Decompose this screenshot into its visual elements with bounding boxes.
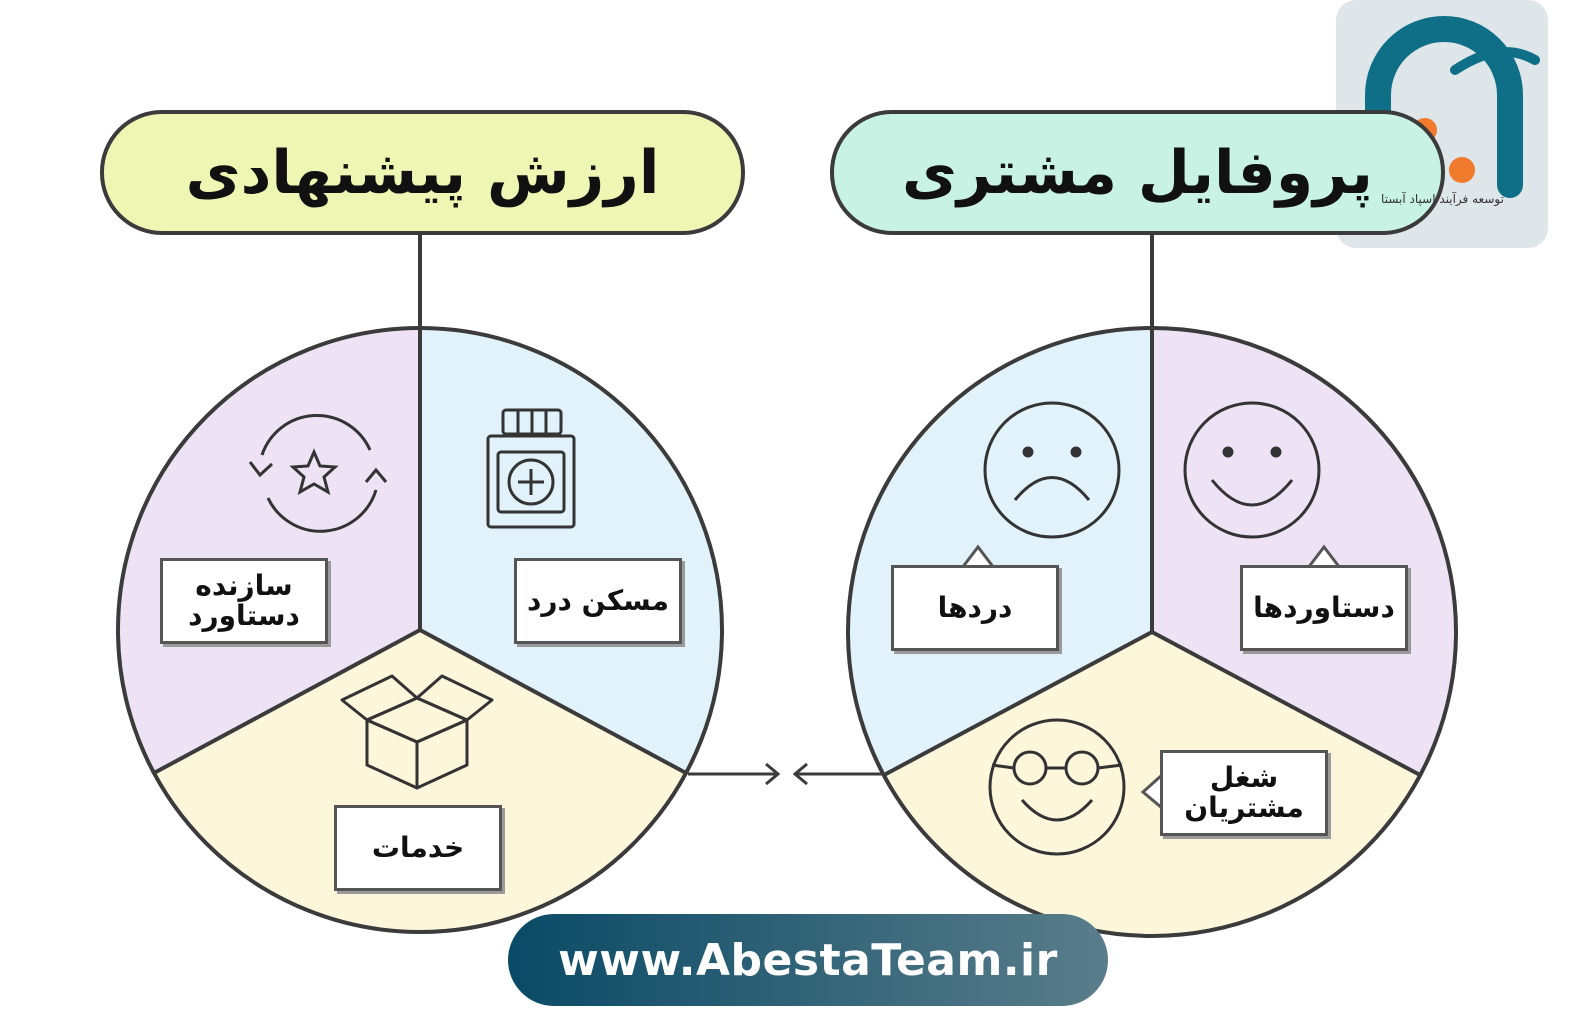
customer-jobs-label: شغل مشتریان (1160, 750, 1328, 836)
sad-face-icon (983, 401, 1121, 539)
gains-sector (1152, 328, 1456, 775)
gains-label: دستاوردها (1240, 565, 1408, 651)
callout-tails (960, 544, 1342, 810)
box-icon (340, 674, 494, 790)
website-url[interactable]: www.AbestaTeam.ir (558, 934, 1058, 986)
products-services-label: خدمات (334, 805, 502, 891)
customer-profile-title-pill: پروفایل مشتری (830, 110, 1445, 235)
star-cycle-icon (248, 414, 388, 533)
gain-creators-label: سازنده دستاورد (160, 558, 328, 644)
pains-label: دردها (891, 565, 1059, 651)
value-proposition-circle (116, 326, 724, 934)
website-url-badge[interactable]: www.AbestaTeam.ir (508, 914, 1108, 1006)
customer-profile-title: پروفایل مشتری (902, 137, 1373, 208)
medicine-bottle-icon (486, 408, 576, 529)
fit-arrows (688, 762, 884, 786)
pains-sector (848, 328, 1152, 775)
gain-creators-sector (117, 328, 420, 773)
pain-relievers-label: مسکن درد (514, 558, 682, 644)
glasses-face-icon (988, 718, 1126, 856)
pain-relievers-sector (420, 328, 723, 773)
logo-caption: توسعه فرآیند اسپاد آبستا (1381, 192, 1504, 206)
value-proposition-title-pill: ارزش پیشنهادی (100, 110, 745, 235)
smiley-face-icon (1183, 401, 1321, 539)
products-services-sector (154, 630, 686, 933)
value-proposition-title: ارزش پیشنهادی (185, 137, 660, 208)
